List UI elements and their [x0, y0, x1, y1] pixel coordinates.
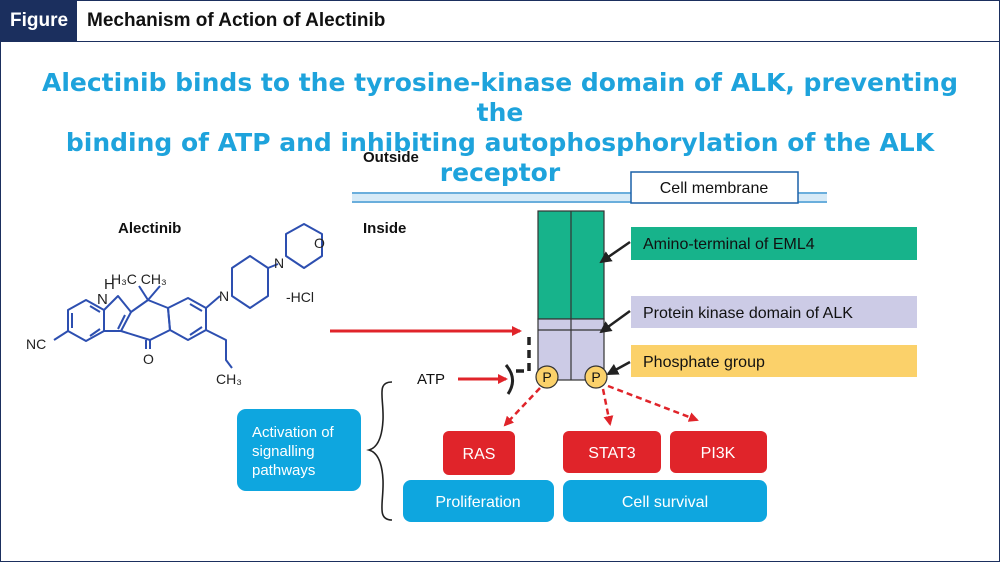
activation-line-3: pathways — [252, 462, 315, 479]
atom-o-keto: O — [143, 351, 154, 367]
alectinib-atoms: H N H₃C CH₃ NC O N N O -HCl CH₃ — [26, 235, 325, 387]
pathway-pi3k: PI3K — [670, 431, 767, 473]
legend-alk: Protein kinase domain of ALK — [631, 296, 917, 328]
hcl-label: -HCl — [286, 289, 314, 305]
phosphate-group-right: P — [584, 365, 608, 389]
atom-nc: NC — [26, 336, 46, 352]
cell-membrane-label-box: Cell membrane — [630, 171, 799, 204]
pointer-arrow-eml4 — [599, 240, 631, 264]
atom-n-piperidine: N — [219, 288, 229, 304]
signal-arrow-stat3 — [601, 388, 614, 426]
eml4-domain — [537, 210, 605, 320]
activation-line-2: signalling — [252, 443, 315, 460]
legend-eml4-label: Amino-terminal of EML4 — [643, 236, 815, 253]
outcome-proliferation-label: Proliferation — [435, 494, 520, 511]
activation-curly-brace — [366, 381, 393, 521]
pathway-ras-label: RAS — [463, 446, 496, 463]
atom-o-morpholine: O — [314, 235, 325, 251]
pathway-stat3-label: STAT3 — [588, 445, 636, 462]
headline-line-2: binding of ATP and inhibiting autophosph… — [65, 128, 935, 187]
headline: Alectinib binds to the tyrosine-kinase d… — [20, 68, 980, 188]
inside-label: Inside — [363, 220, 406, 237]
atom-n-indole: N — [97, 291, 108, 308]
outside-label: Outside — [363, 149, 419, 166]
alectinib-structure — [53, 223, 323, 369]
outcome-cell-survival: Cell survival — [563, 480, 767, 522]
phosphate-symbol-right: P — [591, 369, 600, 385]
legend-alk-label: Protein kinase domain of ALK — [643, 305, 853, 322]
atp-blocked-bracket — [504, 364, 514, 395]
pathway-pi3k-label: PI3K — [701, 445, 736, 462]
signal-arrow-ras — [503, 387, 541, 427]
phosphate-group-left: P — [535, 365, 559, 389]
outcome-proliferation: Proliferation — [403, 480, 554, 522]
atom-methyls: H₃C CH₃ — [111, 271, 167, 287]
atp-label: ATP — [417, 371, 445, 388]
cell-membrane-label: Cell membrane — [660, 180, 769, 197]
figure-header: Figure Mechanism of Action of Alectinib — [1, 1, 999, 42]
legend-phosphate-label: Phosphate group — [643, 354, 765, 371]
activation-box: Activation of signalling pathways — [237, 409, 361, 491]
pointer-arrow-alk — [599, 309, 631, 334]
legend-phosphate: Phosphate group — [631, 345, 917, 377]
signal-arrow-pi3k — [607, 384, 699, 422]
pointer-arrow-phosphate — [606, 360, 631, 376]
figure-tag: Figure — [1, 1, 77, 41]
activation-line-1: Activation of — [252, 424, 335, 441]
binding-blocker-dashed — [516, 337, 531, 373]
outcome-cell-survival-label: Cell survival — [622, 494, 708, 511]
legend-eml4: Amino-terminal of EML4 — [631, 227, 917, 260]
pathway-stat3: STAT3 — [563, 431, 661, 473]
phosphate-symbol-left: P — [542, 369, 551, 385]
headline-line-1: Alectinib binds to the tyrosine-kinase d… — [41, 68, 958, 127]
pathway-ras: RAS — [443, 431, 515, 475]
atom-ch3: CH₃ — [216, 371, 242, 387]
atom-n-morpholine: N — [274, 255, 284, 271]
atom-h: H — [104, 276, 115, 293]
alectinib-label: Alectinib — [118, 220, 181, 237]
figure-title: Mechanism of Action of Alectinib — [87, 10, 386, 31]
